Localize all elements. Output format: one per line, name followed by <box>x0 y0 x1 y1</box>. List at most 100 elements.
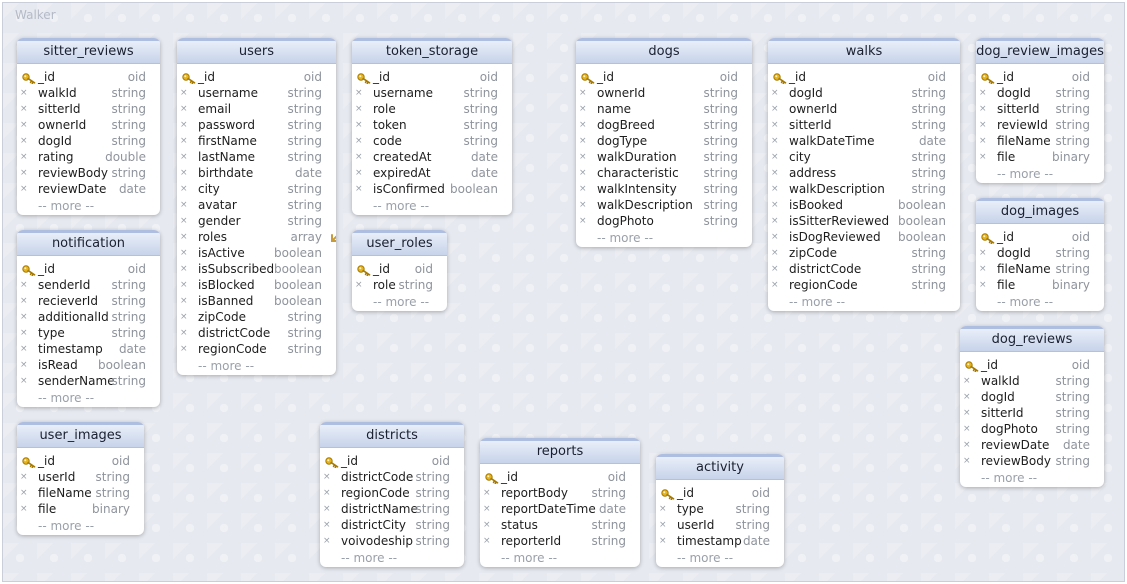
more-fields-link[interactable]: -- more -- <box>981 471 1038 485</box>
more-fields-link[interactable]: -- more -- <box>38 519 95 533</box>
more-fields-link[interactable]: -- more -- <box>373 295 430 309</box>
more-fields-link[interactable]: -- more -- <box>38 199 95 213</box>
more-fields-link[interactable]: -- more -- <box>597 231 654 245</box>
more-fields-link[interactable]: -- more -- <box>198 359 255 373</box>
more-fields-link[interactable]: -- more -- <box>501 551 558 565</box>
more-fields-link[interactable]: -- more -- <box>997 295 1054 309</box>
more-fields-link[interactable]: -- more -- <box>789 295 846 309</box>
reference-arrow-icon[interactable] <box>330 231 336 247</box>
